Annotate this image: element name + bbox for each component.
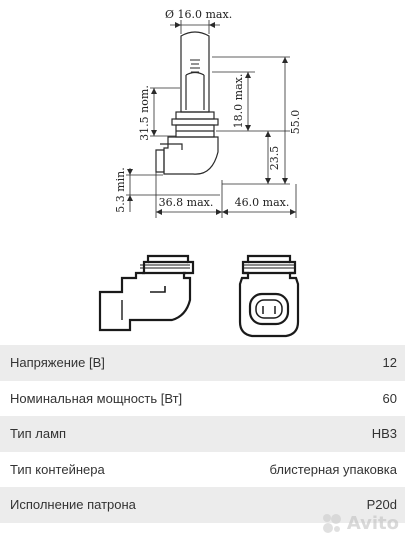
spec-label: Тип контейнера [10,461,105,477]
spec-row-lamp-type: Тип ламп HB3 [0,416,405,452]
spec-row-socket: Исполнение патрона P20d [0,487,405,523]
height-glass-label: 18.0 max. [232,74,245,129]
base-side-view [98,254,195,332]
width-right-label: 46.0 max. [235,196,290,209]
spec-row-power: Номинальная мощность [Вт] 60 [0,381,405,417]
bulb-side-view [155,31,219,175]
spec-value: 60 [382,390,397,406]
spec-value: 12 [382,355,397,371]
spec-table: Напряжение [В] 12 Номинальная мощность [… [0,345,405,523]
width-left-label: 36.8 max. [159,196,214,209]
dimension-lines [126,20,297,218]
spec-label: Напряжение [В] [10,355,105,371]
diameter-label: Ø 16.0 max. [165,8,232,21]
spec-label: Номинальная мощность [Вт] [10,390,183,406]
spec-value: HB3 [371,426,397,442]
spec-label: Исполнение патрона [10,497,136,513]
technical-drawing: Ø 16.0 max. 55.0 18.0 max. 23.5 31.5 nom… [98,8,302,338]
min-offset-label: 5.3 min. [114,167,127,213]
nominal-height-label: 31.5 nom. [138,85,151,141]
spec-label: Тип ламп [10,426,67,442]
spec-row-container: Тип контейнера блистерная упаковка [0,452,405,488]
base-front-view [238,254,300,338]
height-base-label: 23.5 [268,146,281,171]
spec-value: блистерная упаковка [269,461,397,477]
spec-row-voltage: Напряжение [В] 12 [0,345,405,381]
spec-value: P20d [366,497,397,513]
height-total-label: 55.0 [289,110,302,135]
